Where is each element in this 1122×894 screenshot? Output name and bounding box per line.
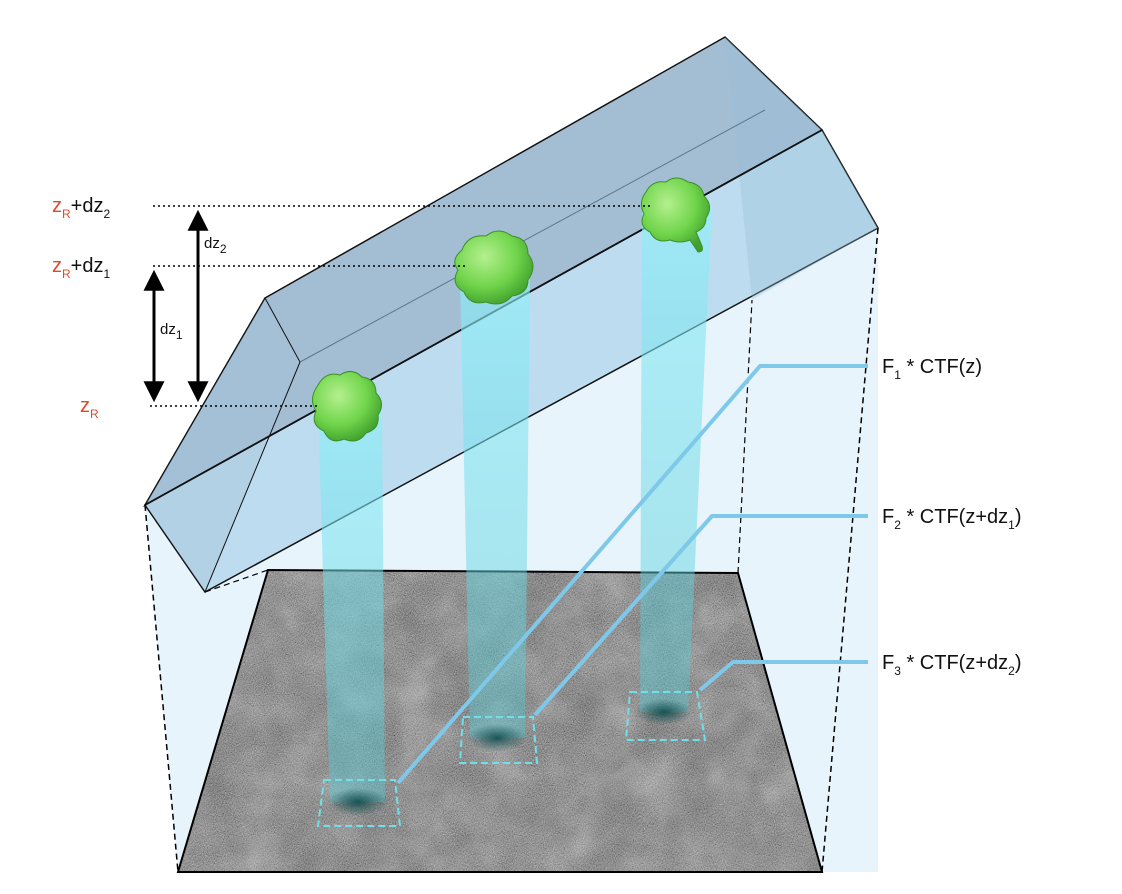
beam-spot-1 <box>328 788 388 816</box>
leader-lines <box>396 364 868 785</box>
ctf-labels: F1 * CTF(z) F2 * CTF(z+dz1) F3 * CTF(z+d… <box>882 356 1022 678</box>
dz-arrows <box>143 209 209 403</box>
particle-box-2 <box>458 716 539 764</box>
particle-boxes <box>316 691 707 827</box>
beam-spot-2 <box>467 724 527 752</box>
electron-beams <box>318 205 712 816</box>
label-zr: zR <box>80 395 99 421</box>
height-guides <box>150 205 652 407</box>
particles <box>312 177 710 442</box>
label-f1-ctf: F1 * CTF(z) <box>882 356 982 382</box>
label-dz2: dz2 <box>204 235 227 256</box>
protein-blob-icon <box>454 230 534 305</box>
particle-box-3 <box>624 691 707 741</box>
label-f3-ctf: F3 * CTF(z+dz2) <box>882 652 1022 678</box>
protein-blob-icon <box>312 371 382 442</box>
label-zr-dz1: zR+dz1 <box>52 255 110 281</box>
leader-line-3 <box>698 660 868 692</box>
protein-blob-icon <box>640 177 710 253</box>
label-zr-dz2: zR+dz2 <box>52 195 110 221</box>
leader-line-1 <box>396 364 868 785</box>
leader-line-2 <box>533 514 868 717</box>
beam-spot-3 <box>636 699 692 725</box>
beam-1 <box>318 405 385 802</box>
beam-2 <box>460 275 530 738</box>
height-labels: zR+dz2 zR+dz1 zR dz2 dz1 <box>52 195 227 421</box>
label-f2-ctf: F2 * CTF(z+dz1) <box>882 506 1022 532</box>
beam-3 <box>640 205 712 712</box>
particle-box-1 <box>316 779 402 827</box>
label-dz1: dz1 <box>160 321 183 342</box>
